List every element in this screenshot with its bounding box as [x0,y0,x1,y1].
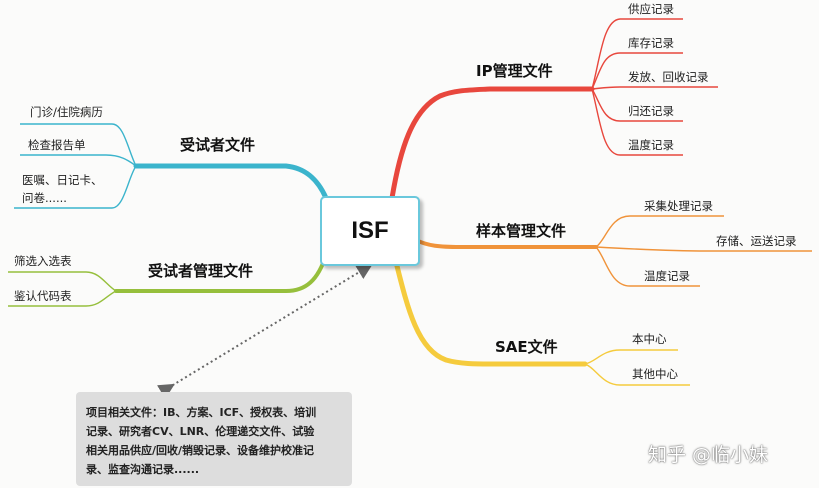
project-files-note[interactable] [76,392,352,486]
ip-branch-stem [389,86,595,201]
leaf-sample-storage-shipping-record[interactable]: 存储、运送记录 [716,234,797,248]
leaf-sample-collection-record[interactable]: 采集处理记录 [644,199,713,213]
leaf-ip-dispense-return-record[interactable]: 发放、回收记录 [628,70,709,84]
center-node-isf[interactable]: ISF [320,196,420,266]
sample-branch-stem [414,238,598,249]
note-line-3: 相关用品供应/回收/销毁记录、设备维护校准记 [86,444,315,457]
note-dotted-arrow [157,263,373,399]
leaf-subject-test-report[interactable]: 检查报告单 [28,138,86,152]
branch-title-subject-mgmt[interactable]: 受试者管理文件 [148,262,254,280]
subject-mgmt-leaf-lines [8,271,117,307]
branch-title-sample[interactable]: 样本管理文件 [476,222,567,240]
leaf-sae-this-center[interactable]: 本中心 [632,332,667,346]
branch-title-sae[interactable]: SAE文件 [495,338,558,356]
leaf-ip-inventory-record[interactable]: 库存记录 [628,36,674,50]
leaf-subject-questionnaire[interactable]: 问卷...... [22,191,67,205]
sample-leaf-lines [595,215,812,287]
leaf-ip-give-back-record[interactable]: 归还记录 [628,104,674,118]
sae-branch-stem [393,259,588,367]
leaf-ip-supply-record[interactable]: 供应记录 [628,2,674,16]
subject-leaf-lines [14,123,137,209]
note-line-1: 项目相关文件：IB、方案、ICF、授权表、培训 [86,406,317,419]
ip-leaf-lines [591,18,718,156]
subject-branch-stem [133,163,329,201]
watermark: 知乎 @临小妹 [648,444,769,466]
leaf-subject-medical-record[interactable]: 门诊/住院病历 [30,105,103,119]
branch-title-subject[interactable]: 受试者文件 [180,136,256,154]
leaf-sample-temperature-record[interactable]: 温度记录 [644,269,690,283]
note-line-4: 录、监查沟通记录...... [86,463,200,476]
branch-title-ip[interactable]: IP管理文件 [476,62,553,80]
leaf-ip-temperature-record[interactable]: 温度记录 [628,138,674,152]
sae-leaf-lines [584,349,690,386]
leaf-subject-mgmt-screening-log[interactable]: 筛选入选表 [14,254,72,268]
leaf-subject-orders-diary[interactable]: 医嘱、日记卡、 [22,173,103,187]
leaf-sae-other-center[interactable]: 其他中心 [632,367,678,381]
note-line-2: 记录、研究者CV、LNR、伦理递交文件、试验 [86,425,315,438]
leaf-subject-mgmt-id-code-list[interactable]: 鉴认代码表 [14,289,72,303]
